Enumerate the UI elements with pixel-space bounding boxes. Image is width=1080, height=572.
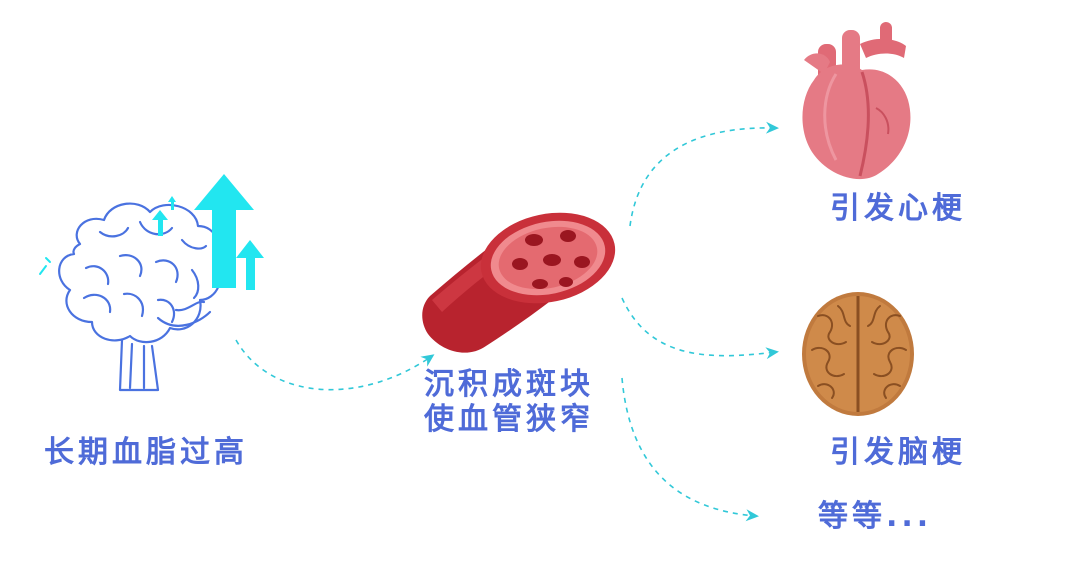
brain-outline-icon [39,202,222,392]
brain-outcome-label: 引发脑梗 [830,435,966,470]
etc-outcome-label: 等等... [818,499,933,534]
brain-icon [802,292,914,416]
vessel-label: 沉积成斑块 使血管狭窄 [424,367,594,437]
up-arrow-icon [152,174,264,290]
dashed-arrow-icon [235,121,779,522]
blood-vessel-icon [422,212,616,353]
heart-outcome-label: 引发心梗 [830,191,966,226]
vessel-label-line1: 沉积成斑块 [424,367,594,402]
cause-label: 长期血脂过高 [44,435,248,470]
heart-icon [802,22,911,180]
vessel-label-line2: 使血管狭窄 [424,401,594,437]
